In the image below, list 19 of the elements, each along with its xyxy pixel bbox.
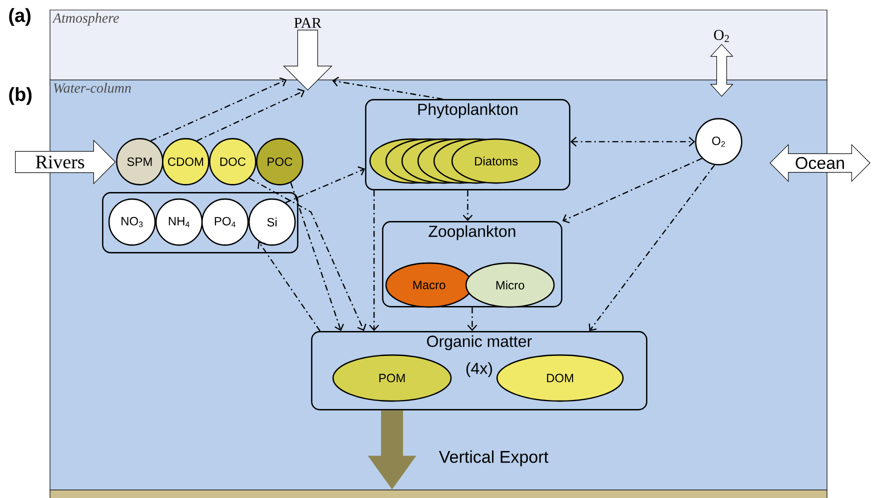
edge-label: Vertical Export bbox=[438, 450, 548, 466]
arrow bbox=[467, 307, 478, 332]
arrow bbox=[285, 166, 366, 204]
panel-label: (a) bbox=[9, 8, 30, 26]
arrow bbox=[369, 190, 379, 332]
sediment-band bbox=[50, 490, 828, 498]
panel-label: (b) bbox=[9, 87, 32, 105]
arrow bbox=[196, 88, 305, 142]
arrow bbox=[249, 178, 366, 332]
arrow bbox=[588, 164, 716, 332]
node-label: PAR bbox=[294, 18, 322, 28]
arrow bbox=[258, 241, 321, 332]
arrow bbox=[462, 190, 473, 222]
arrow bbox=[562, 158, 702, 224]
arrow bbox=[332, 76, 443, 100]
arrow bbox=[290, 182, 344, 332]
arrow bbox=[150, 77, 287, 142]
arrow bbox=[570, 136, 696, 147]
node-label: O$_{2}$ bbox=[714, 30, 729, 42]
